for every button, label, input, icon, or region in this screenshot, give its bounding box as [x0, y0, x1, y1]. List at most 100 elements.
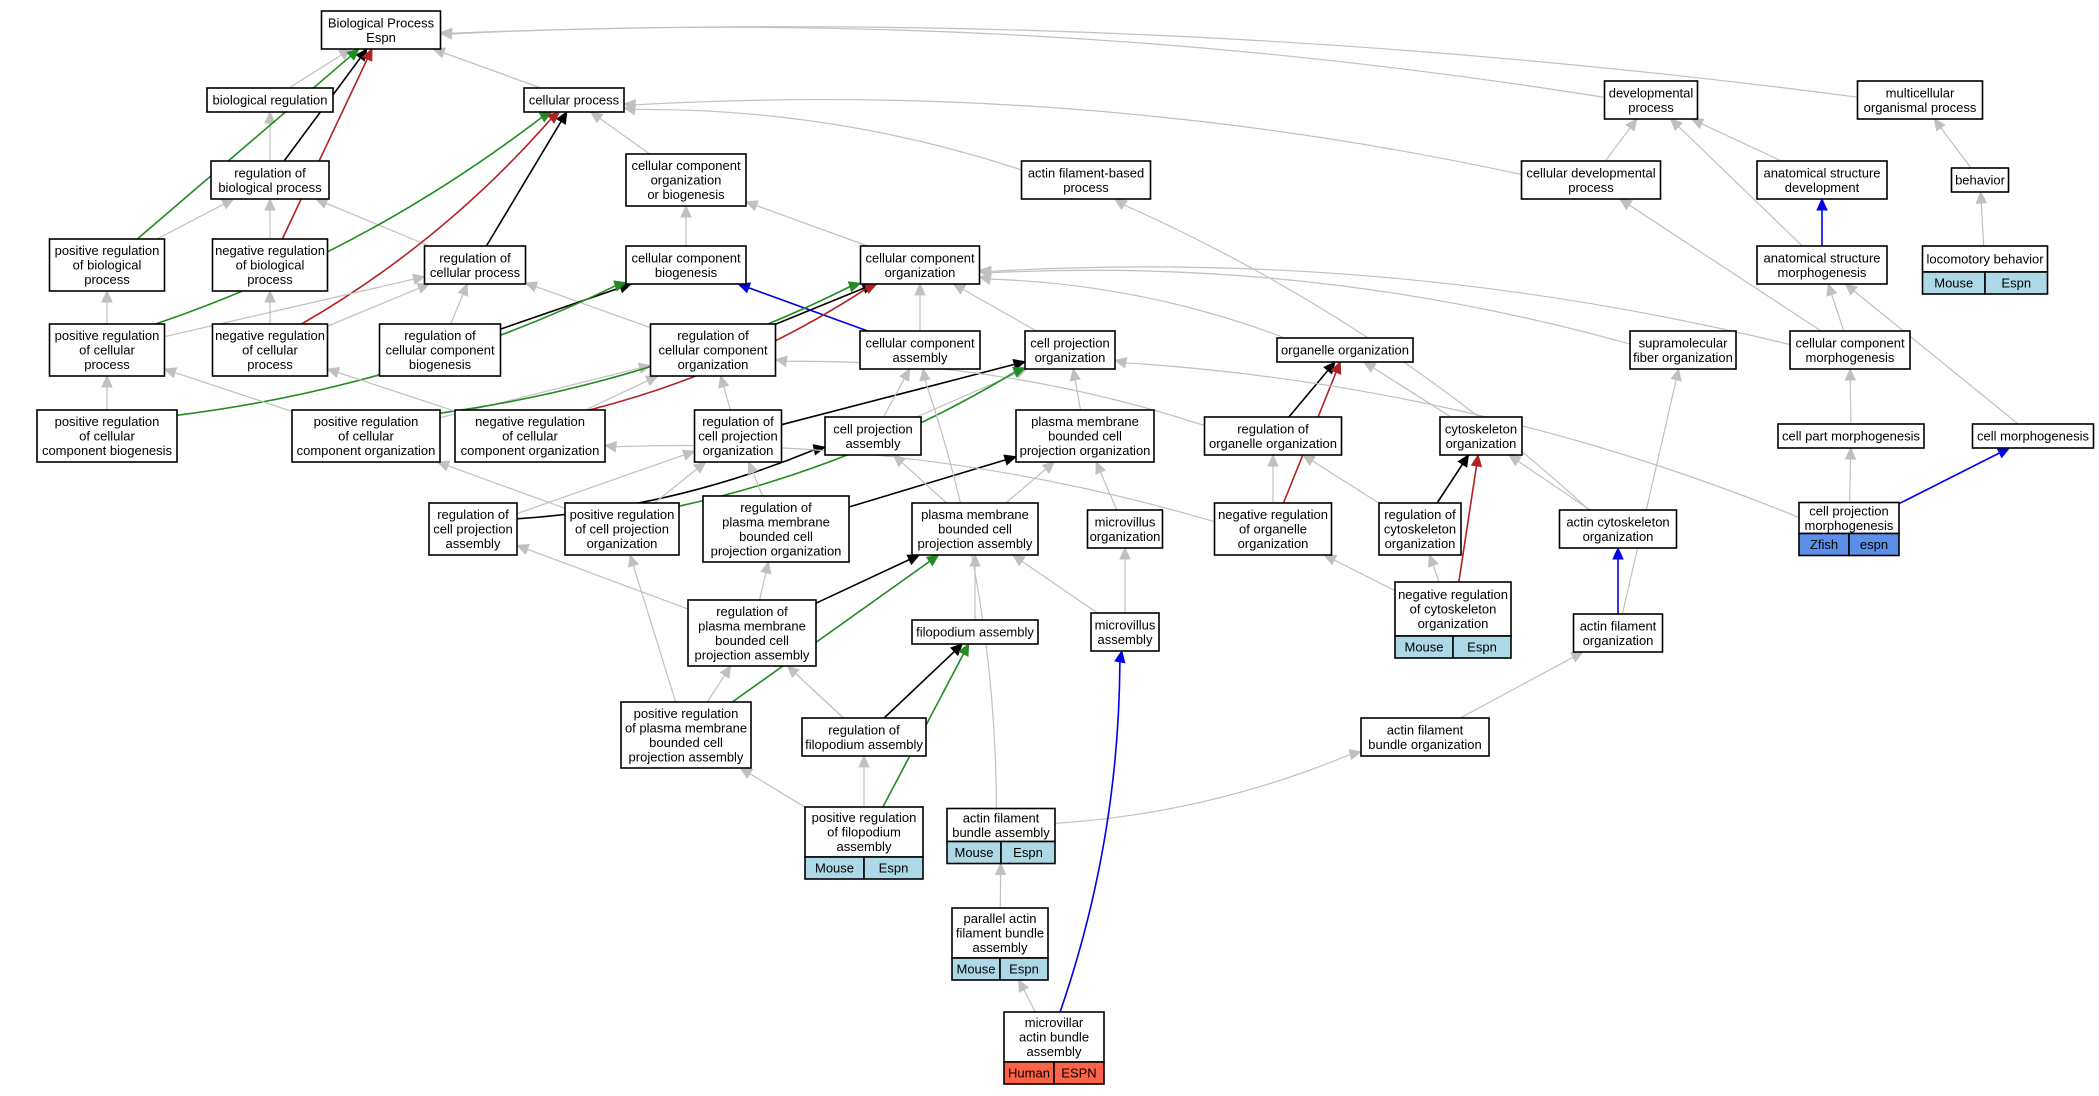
- node-label: organization: [885, 265, 956, 280]
- edge-line: [1678, 126, 1803, 247]
- node-label: morphogenesis: [1778, 265, 1867, 280]
- node-box: [210, 160, 330, 200]
- go-term-node[interactable]: biological regulation: [206, 87, 334, 113]
- edge-arrowhead: [1012, 358, 1027, 371]
- node-box: [523, 87, 625, 113]
- edge-arrowhead: [1470, 453, 1483, 468]
- node-box: [1360, 717, 1490, 757]
- edge-arrowhead: [163, 367, 178, 379]
- node-label: plasma membrane: [698, 618, 806, 633]
- node-label: assembly: [837, 839, 892, 854]
- node-box: [946, 807, 1056, 843]
- edge-arrowhead: [693, 461, 707, 474]
- edge-line: [1628, 204, 1822, 332]
- edge-line: [535, 286, 651, 329]
- edge-line: [775, 287, 864, 326]
- edge-arrowhead: [1569, 651, 1584, 663]
- gene-label: Espn: [1009, 962, 1039, 977]
- node-label: positive regulation: [812, 810, 917, 825]
- go-term-node[interactable]: behavior: [1950, 167, 2010, 193]
- node-label: of filopodium: [827, 825, 901, 840]
- go-term-node[interactable]: filopodium assembly: [911, 619, 1039, 645]
- edge-line: [749, 773, 806, 808]
- node-label: negative regulation: [475, 414, 585, 429]
- node-label: process: [1628, 100, 1674, 115]
- go-term-node[interactable]: cell morphogenesis: [1971, 423, 2095, 449]
- species-label: Human: [1008, 1066, 1050, 1081]
- edge-line: [1333, 559, 1396, 592]
- species-cell: [1452, 635, 1512, 659]
- node-label: parallel actin: [964, 911, 1037, 926]
- go-term-node[interactable]: cellular process: [523, 87, 625, 113]
- go-term-node[interactable]: cell part morphogenesis: [1777, 423, 1925, 449]
- edge-line: [451, 26, 1858, 98]
- edge-line: [1005, 468, 1047, 504]
- edge-arrowhead: [589, 111, 604, 124]
- edge-line: [990, 266, 1791, 346]
- node-label: projection assembly: [629, 749, 744, 764]
- go-term-node[interactable]: organelle organization: [1276, 337, 1414, 363]
- edge-arrowhead: [1114, 649, 1126, 664]
- node-label: anatomical structure: [1763, 165, 1880, 180]
- edge-arrowhead: [1508, 454, 1522, 467]
- node-label: of plasma membrane: [625, 720, 747, 735]
- edge-line: [1059, 661, 1121, 1013]
- node-box: [1394, 581, 1512, 637]
- edge-arrowhead: [925, 554, 940, 567]
- node-label: component organization: [297, 443, 436, 458]
- edge-arrowhead: [1457, 453, 1470, 468]
- node-box: [1024, 330, 1116, 370]
